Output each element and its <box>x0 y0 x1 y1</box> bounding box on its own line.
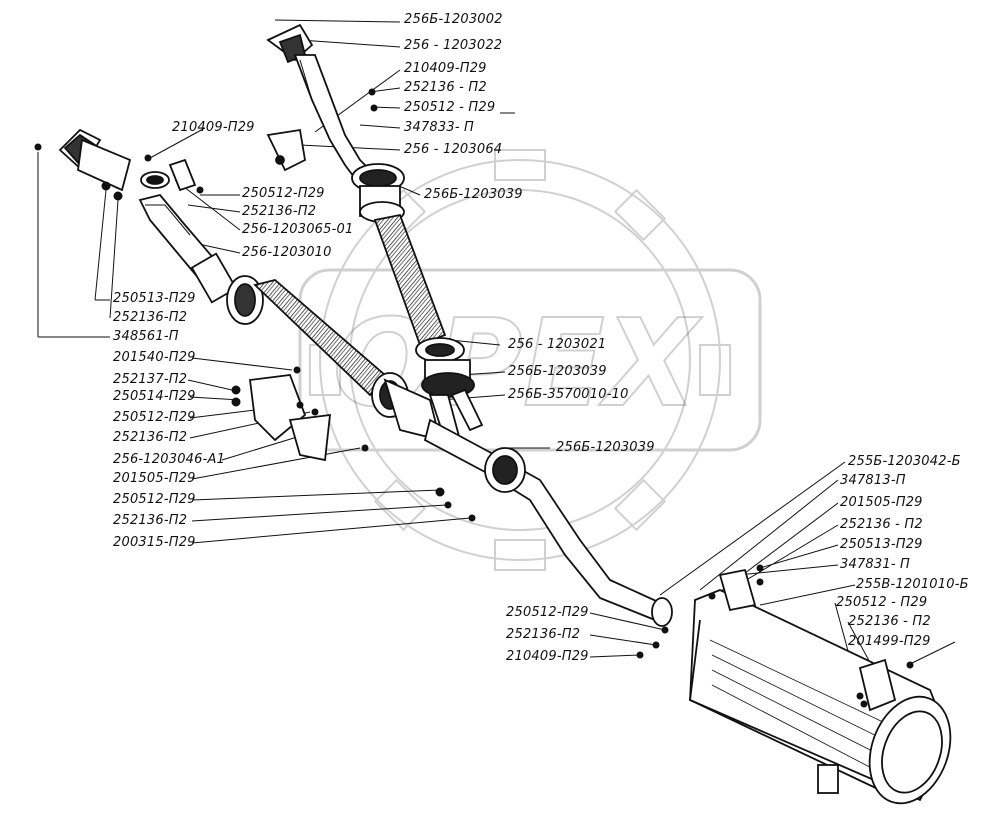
part-label: 210409-П29 <box>506 649 589 664</box>
part-label: 252137-П2 <box>113 372 188 387</box>
left-bend-pipe <box>138 193 238 304</box>
part-label: 347833- П <box>404 120 475 135</box>
part-label: 200315-П29 <box>113 535 196 550</box>
part-label: 255В-1201010-Б <box>856 577 969 592</box>
part-label: 250512-П29 <box>506 605 589 620</box>
middle-joint <box>415 337 484 441</box>
part-label: 255Б-1203042-Б <box>848 454 961 469</box>
upper-clamp <box>351 163 405 223</box>
part-label: 256Б-1203002 <box>404 12 503 27</box>
part-label: 256Б-1203039 <box>556 440 655 455</box>
part-label: 256-1203046-А1 <box>113 452 226 467</box>
part-label: 256Б-1203039 <box>424 187 523 202</box>
part-label: 252136 - П2 <box>848 614 931 629</box>
part-label: 252136 - П2 <box>404 80 487 95</box>
upper-right-pipe <box>266 23 377 187</box>
part-label: 347813-П <box>840 473 906 488</box>
part-label: 252136-П2 <box>242 204 317 219</box>
muffler <box>651 568 952 805</box>
part-label: 256 - 1203021 <box>508 337 607 352</box>
part-label: 250512-П29 <box>113 410 196 425</box>
part-label: 348561-П <box>113 329 179 344</box>
part-label: 210409-П29 <box>404 61 487 76</box>
small-hardware <box>34 88 914 708</box>
part-label: 256-1203065-01 <box>242 222 354 237</box>
part-label: 250513-П29 <box>113 291 196 306</box>
part-label: 252136-П2 <box>113 310 188 325</box>
part-label: 256 - 1203064 <box>404 142 503 157</box>
convergence-joint <box>248 372 442 462</box>
part-label: 252136-П2 <box>113 513 188 528</box>
part-label: 256 - 1203022 <box>404 38 503 53</box>
part-label: 256-1203010 <box>242 245 332 260</box>
part-label: 250512 - П29 <box>836 595 928 610</box>
part-label: 252136-П2 <box>506 627 581 642</box>
part-label: 256Б-1203039 <box>508 364 607 379</box>
left-clamp <box>226 275 264 325</box>
part-label: 250512-П29 <box>242 186 325 201</box>
part-label: 252136 - П2 <box>840 517 923 532</box>
part-label: 250514-П29 <box>113 389 196 404</box>
part-label: 201505-П29 <box>840 495 923 510</box>
upper-right-flex-pipe <box>373 213 447 347</box>
part-label: 250512 - П29 <box>404 100 496 115</box>
part-label: 250513-П29 <box>840 537 923 552</box>
part-label: 250512-П29 <box>113 492 196 507</box>
part-label: 347831- П <box>840 557 911 572</box>
part-label: 256Б-3570010-10 <box>508 387 629 402</box>
part-label: 201499-П29 <box>848 634 931 649</box>
left-manifold <box>58 128 197 192</box>
part-label: 210409-П29 <box>172 120 255 135</box>
part-label: 201505-П29 <box>113 471 196 486</box>
part-label: 201540-П29 <box>113 350 196 365</box>
part-label: 252136-П2 <box>113 430 188 445</box>
